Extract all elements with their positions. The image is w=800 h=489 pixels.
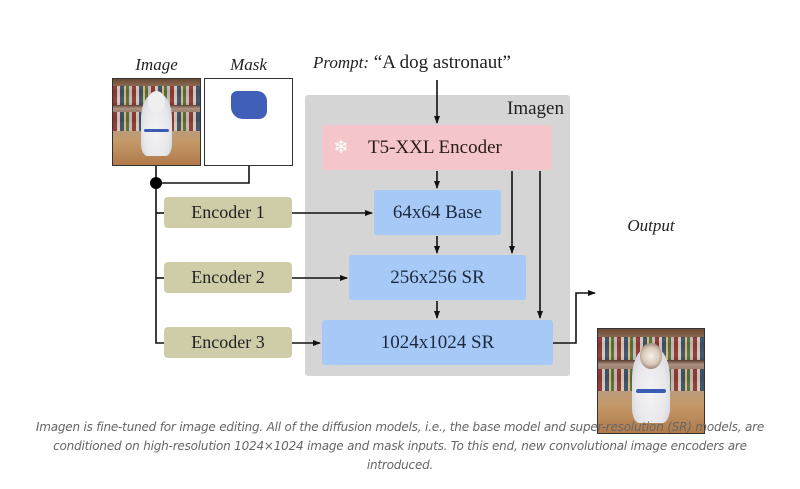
stage-1024x1024-sr: 1024x1024 SR (322, 320, 553, 365)
mask-region (231, 91, 267, 119)
prompt-label: Prompt: (313, 53, 370, 72)
imagen-title: Imagen (507, 98, 564, 119)
figure-caption: Imagen is fine-tuned for image editing. … (35, 420, 765, 472)
image-label: Image (135, 55, 178, 74)
t5-xxl-encoder: ❄ T5-XXL Encoder (322, 125, 552, 170)
wire-bus (155, 183, 164, 344)
prompt-text: “A dog astronaut” (373, 52, 511, 73)
t5-encoder-label: T5-XXL Encoder (368, 136, 502, 158)
input-image (112, 78, 201, 166)
dog-astronaut-figure (631, 343, 671, 423)
stage-256x256-sr: 256x256 SR (349, 255, 526, 300)
wire-mask-to-junction (156, 166, 250, 184)
mask-label: Mask (230, 55, 267, 74)
arrow-1024-to-output (553, 290, 596, 344)
stage-64x64-base: 64x64 Base (374, 190, 501, 235)
astronaut-figure (140, 90, 173, 157)
encoder-3: Encoder 3 (164, 327, 292, 358)
junction-dot (150, 177, 162, 189)
mask-image (204, 78, 293, 166)
output-label: Output (627, 216, 675, 235)
encoder-2: Encoder 2 (164, 262, 292, 293)
prompt: Prompt: “A dog astronaut” (313, 52, 511, 74)
output-image (597, 328, 705, 434)
snowflake-icon: ❄ (333, 137, 349, 157)
encoder-1: Encoder 1 (164, 197, 292, 228)
